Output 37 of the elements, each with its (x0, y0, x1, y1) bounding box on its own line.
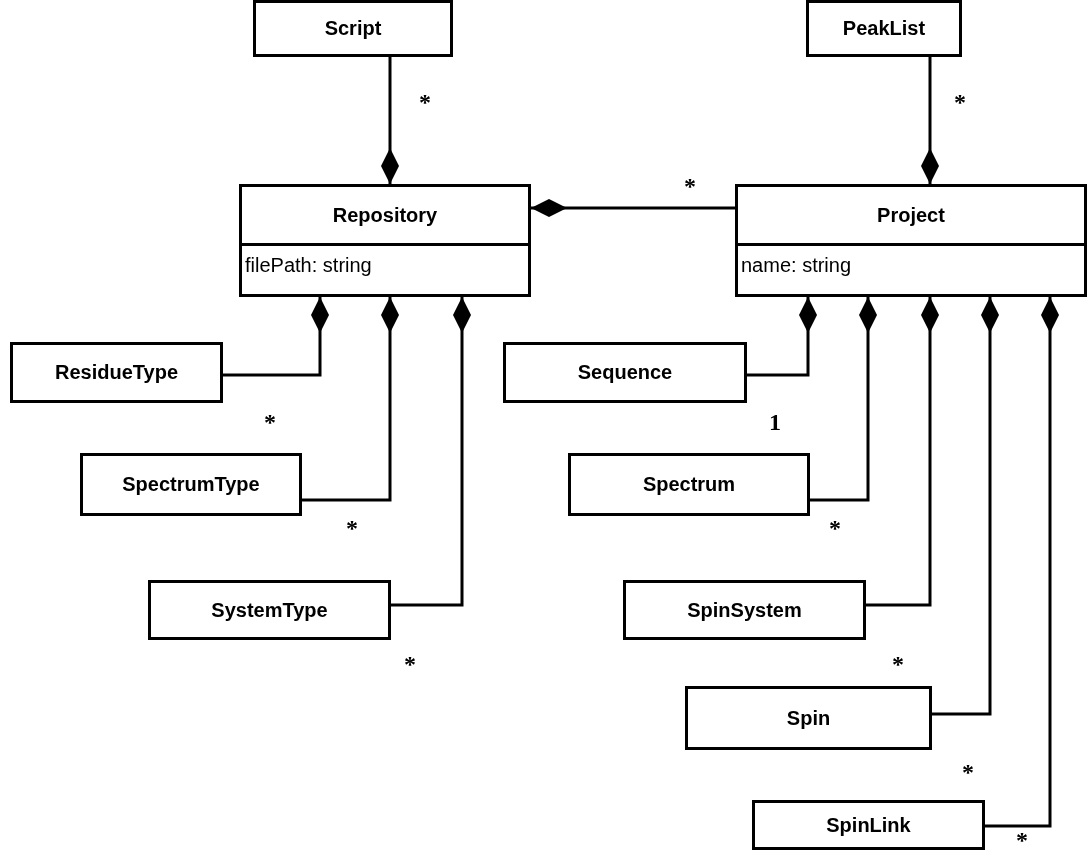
class-name: ResidueType (55, 361, 178, 384)
attribute-text: name: string (740, 253, 853, 277)
class-box (685, 686, 932, 750)
composition-line (223, 297, 329, 377)
class-box (503, 342, 747, 403)
composition-line (921, 57, 939, 184)
composition-line (531, 199, 735, 217)
composition-line (932, 297, 999, 716)
class-box (239, 184, 531, 297)
class-box (568, 453, 810, 516)
class-box (80, 453, 302, 516)
class-name: Project (877, 203, 945, 227)
composition-line (391, 297, 471, 607)
class-name: Spectrum (642, 473, 736, 496)
class-name: Sequence (577, 361, 673, 384)
composition-line (810, 297, 877, 502)
class-name: Spin (786, 706, 831, 730)
class-box (148, 580, 391, 640)
composition-line (747, 297, 817, 377)
composition-line (985, 297, 1059, 828)
class-box (806, 0, 962, 57)
class-box (735, 184, 1087, 297)
class-name: SpinSystem (687, 598, 802, 622)
class-box (752, 800, 985, 850)
class-name: SpectrumType (122, 473, 260, 496)
class-box (623, 580, 866, 640)
class-name: Script (324, 17, 382, 40)
composition-line (866, 297, 939, 607)
class-name: SpinLink (826, 813, 911, 837)
composition-line (381, 57, 399, 184)
composition-line (302, 297, 399, 502)
class-name: SystemType (211, 598, 328, 622)
attribute-text: filePath: string (244, 253, 373, 277)
class-name: Repository (332, 203, 438, 227)
class-name: PeakList (842, 17, 926, 40)
class-box (10, 342, 223, 403)
class-box (253, 0, 453, 57)
